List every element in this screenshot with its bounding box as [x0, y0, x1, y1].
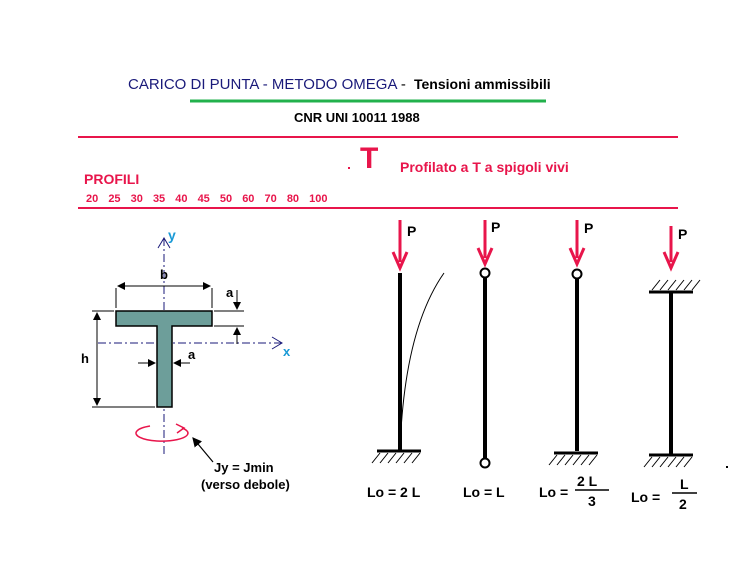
title-dash: -	[400, 76, 406, 93]
lo-prefix: Lo =	[631, 489, 660, 505]
small-mark	[348, 167, 350, 169]
lo-numerator: 2 L	[577, 473, 598, 489]
column-fixed-pinned: P Lo = 2 L 3	[539, 220, 609, 509]
standard-label: CNR UNI 10011 1988	[294, 110, 420, 125]
column-fixed-fixed: P Lo = L 2	[631, 226, 728, 512]
size-item: 100	[309, 193, 328, 205]
pin-top	[479, 267, 491, 279]
profile-symbol: T	[360, 142, 379, 175]
profile-sizes: 20 25 30 35 40 45 50 60 70 80 100	[86, 193, 334, 205]
page-title: CARICO DI PUNTA - METODO OMEGA - Tension…	[128, 76, 551, 93]
size-item: 30	[130, 193, 143, 205]
size-item: 70	[264, 193, 277, 205]
lo-label: Lo = L	[463, 484, 505, 500]
buckling-curve	[399, 272, 445, 452]
top-hatch	[651, 279, 701, 291]
size-item: 60	[242, 193, 255, 205]
load-label: P	[407, 223, 416, 239]
dim-a-web-label: a	[188, 347, 196, 362]
t-section: y x b a a h Jy = Jmin (ver	[81, 227, 291, 492]
dim-h-label: h	[81, 351, 89, 366]
x-axis-label: x	[283, 344, 291, 359]
lo-denominator: 2	[679, 496, 687, 512]
inertia-label-1: Jy = Jmin	[214, 460, 274, 475]
lo-denominator: 3	[588, 493, 596, 509]
size-item: 50	[219, 193, 233, 205]
t-profile-shape	[115, 310, 213, 408]
title-main: CARICO DI PUNTA - METODO OMEGA	[128, 76, 397, 93]
pin-bottom	[479, 457, 491, 469]
pin-top	[571, 268, 583, 280]
size-item: 80	[286, 193, 300, 205]
load-label: P	[678, 226, 687, 242]
rotation-arrow	[135, 425, 189, 442]
load-label: P	[491, 219, 500, 235]
lo-prefix: Lo =	[539, 484, 568, 500]
size-item: 20	[86, 193, 99, 205]
size-item: 40	[175, 193, 188, 205]
inertia-label-2: (verso debole)	[201, 477, 290, 492]
dim-b-label: b	[160, 267, 168, 282]
x-axis-arrow	[271, 336, 283, 350]
profili-label: PROFILI	[84, 171, 140, 187]
column-pinned-pinned: P Lo = L	[463, 219, 505, 500]
ground-hatch	[371, 452, 421, 464]
lo-numerator: L	[680, 476, 689, 492]
size-item: 45	[197, 193, 210, 205]
lo-label: Lo = 2 L	[367, 484, 421, 500]
dim-a-top-label: a	[226, 285, 234, 300]
column-fixed-free: P Lo = 2 L	[367, 220, 445, 500]
y-axis-label: y	[168, 227, 176, 243]
size-item: 35	[152, 193, 166, 205]
y-axis-arrow	[157, 237, 171, 249]
load-label: P	[584, 220, 593, 236]
profile-description: Profilato a T a spigoli vivi	[400, 159, 569, 175]
ground-hatch	[548, 454, 598, 466]
size-item: 25	[108, 193, 121, 205]
ground-hatch	[643, 456, 693, 468]
title-sub: Tensioni ammissibili	[413, 76, 551, 92]
